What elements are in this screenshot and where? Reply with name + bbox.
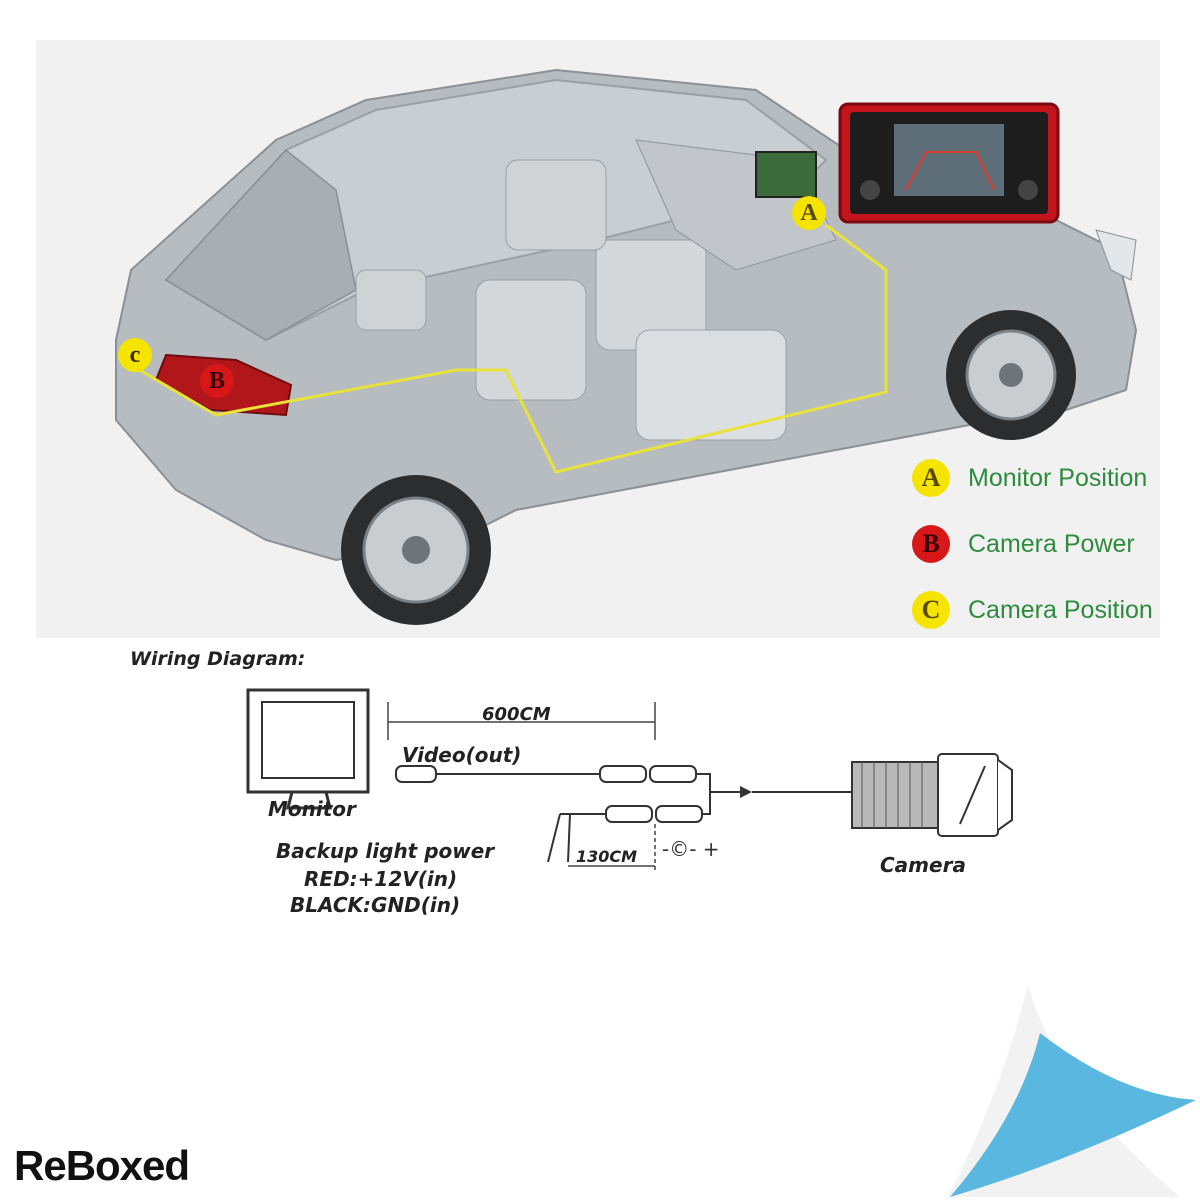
head-unit-monitor xyxy=(838,102,1060,224)
corner-page-curl-decoration xyxy=(948,985,1196,1197)
wiring-diagram: Wiring Diagram: Monitor 600CM Video(out)… xyxy=(130,648,1013,917)
marker-b: B xyxy=(200,364,234,398)
legend-label: Camera Power xyxy=(968,529,1135,558)
red-wire-label: RED:+12V(in) xyxy=(304,867,457,891)
black-wire-label: BLACK:GND(in) xyxy=(290,893,460,917)
legend-badge-c: C xyxy=(912,591,950,629)
legend-badge-b: B xyxy=(912,525,950,563)
length-600-label: 600CM xyxy=(482,704,551,725)
reboxed-logo: ReBoxed xyxy=(14,1142,190,1189)
legend-badge-a: A xyxy=(912,459,950,497)
monitor-label: Monitor xyxy=(268,797,357,821)
marker-c: c xyxy=(118,338,152,372)
car-illustration-panel: A B c A Monitor Position B Camera Power … xyxy=(36,40,1160,638)
video-cable xyxy=(395,765,740,793)
cable-junction xyxy=(740,786,752,798)
legend-item-camera-position: C Camera Position xyxy=(912,590,1153,630)
marker-a: A xyxy=(792,196,826,230)
legend-label: Monitor Position xyxy=(968,463,1148,492)
video-out-label: Video(out) xyxy=(402,743,521,767)
wire-route-line xyxy=(130,223,888,474)
camera-label: Camera xyxy=(880,853,966,877)
legend-label: Camera Position xyxy=(968,595,1153,624)
legend-item-camera-power: B Camera Power xyxy=(912,524,1135,564)
wiring-title: Wiring Diagram: xyxy=(130,648,305,670)
length-130-label: 130CM xyxy=(576,847,637,866)
dc-jack-symbol: -©- + xyxy=(662,837,720,861)
legend-item-monitor-position: A Monitor Position xyxy=(912,458,1147,498)
camera-icon xyxy=(851,753,1013,837)
monitor-icon xyxy=(246,688,370,810)
car-illustration xyxy=(115,68,1138,625)
backup-light-power-label: Backup light power xyxy=(276,839,495,863)
power-cable xyxy=(547,792,711,870)
